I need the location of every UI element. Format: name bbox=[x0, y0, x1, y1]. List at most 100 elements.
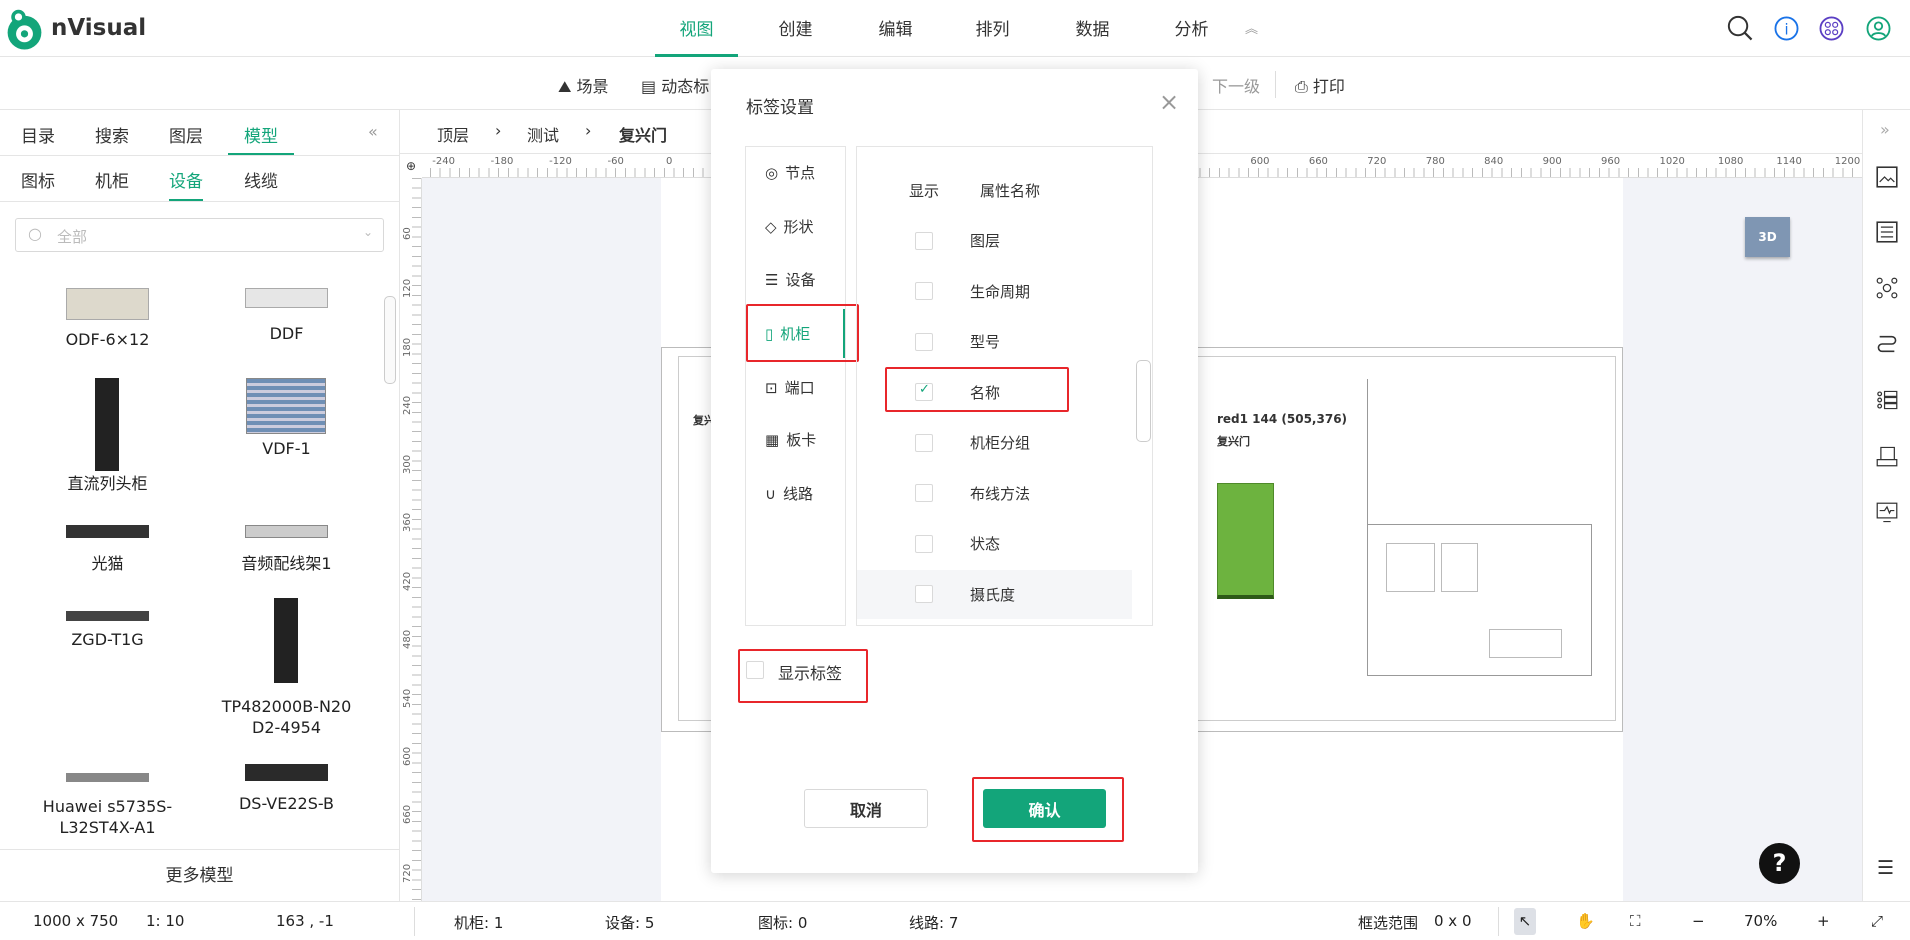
next-level-button[interactable]: 下一级 bbox=[1212, 77, 1261, 96]
category-port[interactable]: ⊡端口 bbox=[765, 378, 815, 398]
cursor-coords: 163 , -1 bbox=[276, 912, 334, 930]
search-icon[interactable] bbox=[1727, 15, 1754, 42]
device-item[interactable]: 光猫 bbox=[91, 554, 124, 573]
category-board[interactable]: ▦板卡 bbox=[765, 430, 817, 450]
menu-create[interactable]: 创建 bbox=[778, 20, 813, 40]
status-bar: 1000 x 750 1: 10 163 , -1 机柜: 1 设备: 5 图标… bbox=[0, 901, 1910, 940]
ruler-tick-label: 120 bbox=[402, 279, 413, 299]
print-button[interactable]: ⎙ 打印 bbox=[1295, 77, 1345, 96]
device-item[interactable]: 音频配线架1 bbox=[241, 554, 332, 573]
vdf-image bbox=[246, 378, 326, 434]
selection-value: 0 x 0 bbox=[1434, 912, 1472, 930]
fit-screen-icon[interactable]: ⛶ bbox=[1630, 912, 1641, 930]
show-labels-checkbox[interactable] bbox=[746, 661, 764, 679]
menu-data[interactable]: 数据 bbox=[1075, 20, 1110, 40]
model-filter-select[interactable]: ○ 全部 ⌄ bbox=[15, 218, 384, 252]
attribute-checkbox[interactable] bbox=[915, 585, 933, 603]
collapse-left-icon[interactable]: « bbox=[368, 122, 378, 141]
list-icon[interactable] bbox=[1876, 221, 1898, 243]
category-shape[interactable]: ◇形状 bbox=[765, 217, 814, 237]
dc-cabinet-image bbox=[95, 378, 119, 471]
tray-icon[interactable] bbox=[1876, 445, 1898, 467]
category-device[interactable]: ☰设备 bbox=[765, 270, 816, 290]
server-icon: ☰ bbox=[765, 270, 779, 289]
device-item[interactable]: TP482000B-N20 D2-4954 bbox=[221, 697, 352, 737]
route-icon[interactable] bbox=[1876, 333, 1898, 355]
topology-icon[interactable] bbox=[1876, 277, 1898, 299]
dynamic-label-button[interactable]: ▤ 动态标 bbox=[641, 77, 710, 96]
header-show: 显示 bbox=[909, 182, 940, 200]
3d-button[interactable]: 3D bbox=[1745, 217, 1790, 257]
close-icon[interactable]: × bbox=[1159, 88, 1180, 116]
subtab-icons[interactable]: 图标 bbox=[21, 172, 55, 192]
attribute-checkbox[interactable] bbox=[915, 433, 933, 452]
category-node[interactable]: ◎节点 bbox=[765, 163, 816, 183]
apps-icon[interactable] bbox=[1818, 15, 1845, 42]
port-list-icon[interactable] bbox=[1876, 389, 1898, 411]
device-item[interactable]: DDF bbox=[269, 324, 304, 343]
room-outline bbox=[1367, 524, 1592, 676]
divider bbox=[1275, 71, 1276, 98]
zoom-out-button[interactable]: − bbox=[1692, 912, 1705, 930]
attribute-checkbox[interactable] bbox=[915, 231, 933, 250]
attribute-row[interactable]: 机柜分组 bbox=[857, 418, 1132, 467]
scene-button[interactable]: ⛰ 场景 bbox=[558, 77, 609, 96]
image-icon[interactable] bbox=[1876, 166, 1898, 188]
zoom-in-button[interactable]: + bbox=[1817, 912, 1830, 930]
fullscreen-icon[interactable]: ⤢ bbox=[1871, 912, 1884, 930]
menu-analysis[interactable]: 分析 bbox=[1174, 20, 1209, 40]
attribute-row[interactable]: 状态 bbox=[857, 519, 1132, 568]
scrollbar[interactable] bbox=[384, 296, 396, 384]
user-icon[interactable] bbox=[1865, 15, 1892, 42]
hand-tool-icon[interactable]: ✋ bbox=[1576, 912, 1595, 930]
confirm-button[interactable]: 确认 bbox=[983, 789, 1106, 828]
device-item[interactable]: VDF-1 bbox=[262, 439, 311, 458]
tab-layers[interactable]: 图层 bbox=[169, 127, 203, 147]
subtab-cabinets[interactable]: 机柜 bbox=[95, 172, 129, 192]
attribute-checkbox[interactable] bbox=[915, 282, 933, 300]
device-item[interactable]: ZGD-T1G bbox=[71, 630, 144, 649]
device-item[interactable]: Huawei s5735S- L32ST4X-A1 bbox=[42, 797, 173, 837]
attribute-row[interactable]: 生命周期 bbox=[857, 267, 1132, 316]
attribute-row[interactable]: 布线方法 bbox=[857, 469, 1132, 518]
highlight-box bbox=[738, 649, 868, 703]
attribute-row[interactable]: 型号 bbox=[857, 317, 1132, 366]
rack[interactable] bbox=[1217, 483, 1274, 599]
menu-icon[interactable]: ☰ bbox=[1877, 857, 1895, 879]
scrollbar[interactable] bbox=[1136, 360, 1151, 442]
tab-search[interactable]: 搜索 bbox=[95, 127, 129, 147]
attribute-row[interactable]: 摄氏度 bbox=[857, 569, 1132, 619]
category-cabinet[interactable]: ▯机柜 bbox=[746, 309, 845, 358]
tab-catalog[interactable]: 目录 bbox=[21, 127, 55, 147]
ruler-tick-label: 360 bbox=[402, 513, 413, 533]
subtab-devices[interactable]: 设备 bbox=[169, 167, 203, 201]
help-button[interactable]: ? bbox=[1759, 843, 1800, 884]
tab-models[interactable]: 模型 bbox=[228, 122, 294, 155]
info-icon[interactable]: i bbox=[1773, 15, 1800, 42]
attribute-checkbox[interactable] bbox=[915, 534, 933, 553]
menu-view[interactable]: 视图 bbox=[655, 0, 738, 57]
ruler-tick-label: 1080 bbox=[1717, 156, 1744, 167]
search-icon: ○ bbox=[28, 224, 42, 243]
monitor-icon[interactable] bbox=[1876, 502, 1898, 524]
attribute-checkbox[interactable] bbox=[915, 332, 933, 351]
cancel-button[interactable]: 取消 bbox=[804, 789, 928, 828]
menu-arrange[interactable]: 排列 bbox=[975, 20, 1010, 40]
collapse-icon[interactable]: ︽ bbox=[1245, 22, 1259, 37]
attribute-checkbox[interactable]: ✓ bbox=[915, 382, 933, 401]
breadcrumb-item[interactable]: 顶层 bbox=[437, 126, 470, 145]
device-item[interactable]: DS-VE22S-B bbox=[238, 794, 335, 813]
expand-right-icon[interactable]: » bbox=[1880, 120, 1890, 139]
device-item[interactable]: 直流列头柜 bbox=[67, 474, 148, 493]
ruler-tick-label: 660 bbox=[1308, 156, 1328, 167]
breadcrumb-item[interactable]: 测试 bbox=[527, 126, 560, 145]
category-line[interactable]: ∪线路 bbox=[765, 484, 813, 504]
more-models-button[interactable]: 更多模型 bbox=[0, 849, 399, 901]
attribute-checkbox[interactable] bbox=[915, 484, 933, 502]
pointer-tool-icon[interactable]: ↖ bbox=[1514, 908, 1536, 935]
attribute-row[interactable]: ✓名称 bbox=[857, 368, 1132, 417]
menu-edit[interactable]: 编辑 bbox=[878, 20, 913, 40]
device-item[interactable]: ODF-6×12 bbox=[65, 330, 150, 349]
subtab-cables[interactable]: 线缆 bbox=[244, 172, 278, 192]
attribute-row[interactable]: 图层 bbox=[857, 216, 1132, 265]
